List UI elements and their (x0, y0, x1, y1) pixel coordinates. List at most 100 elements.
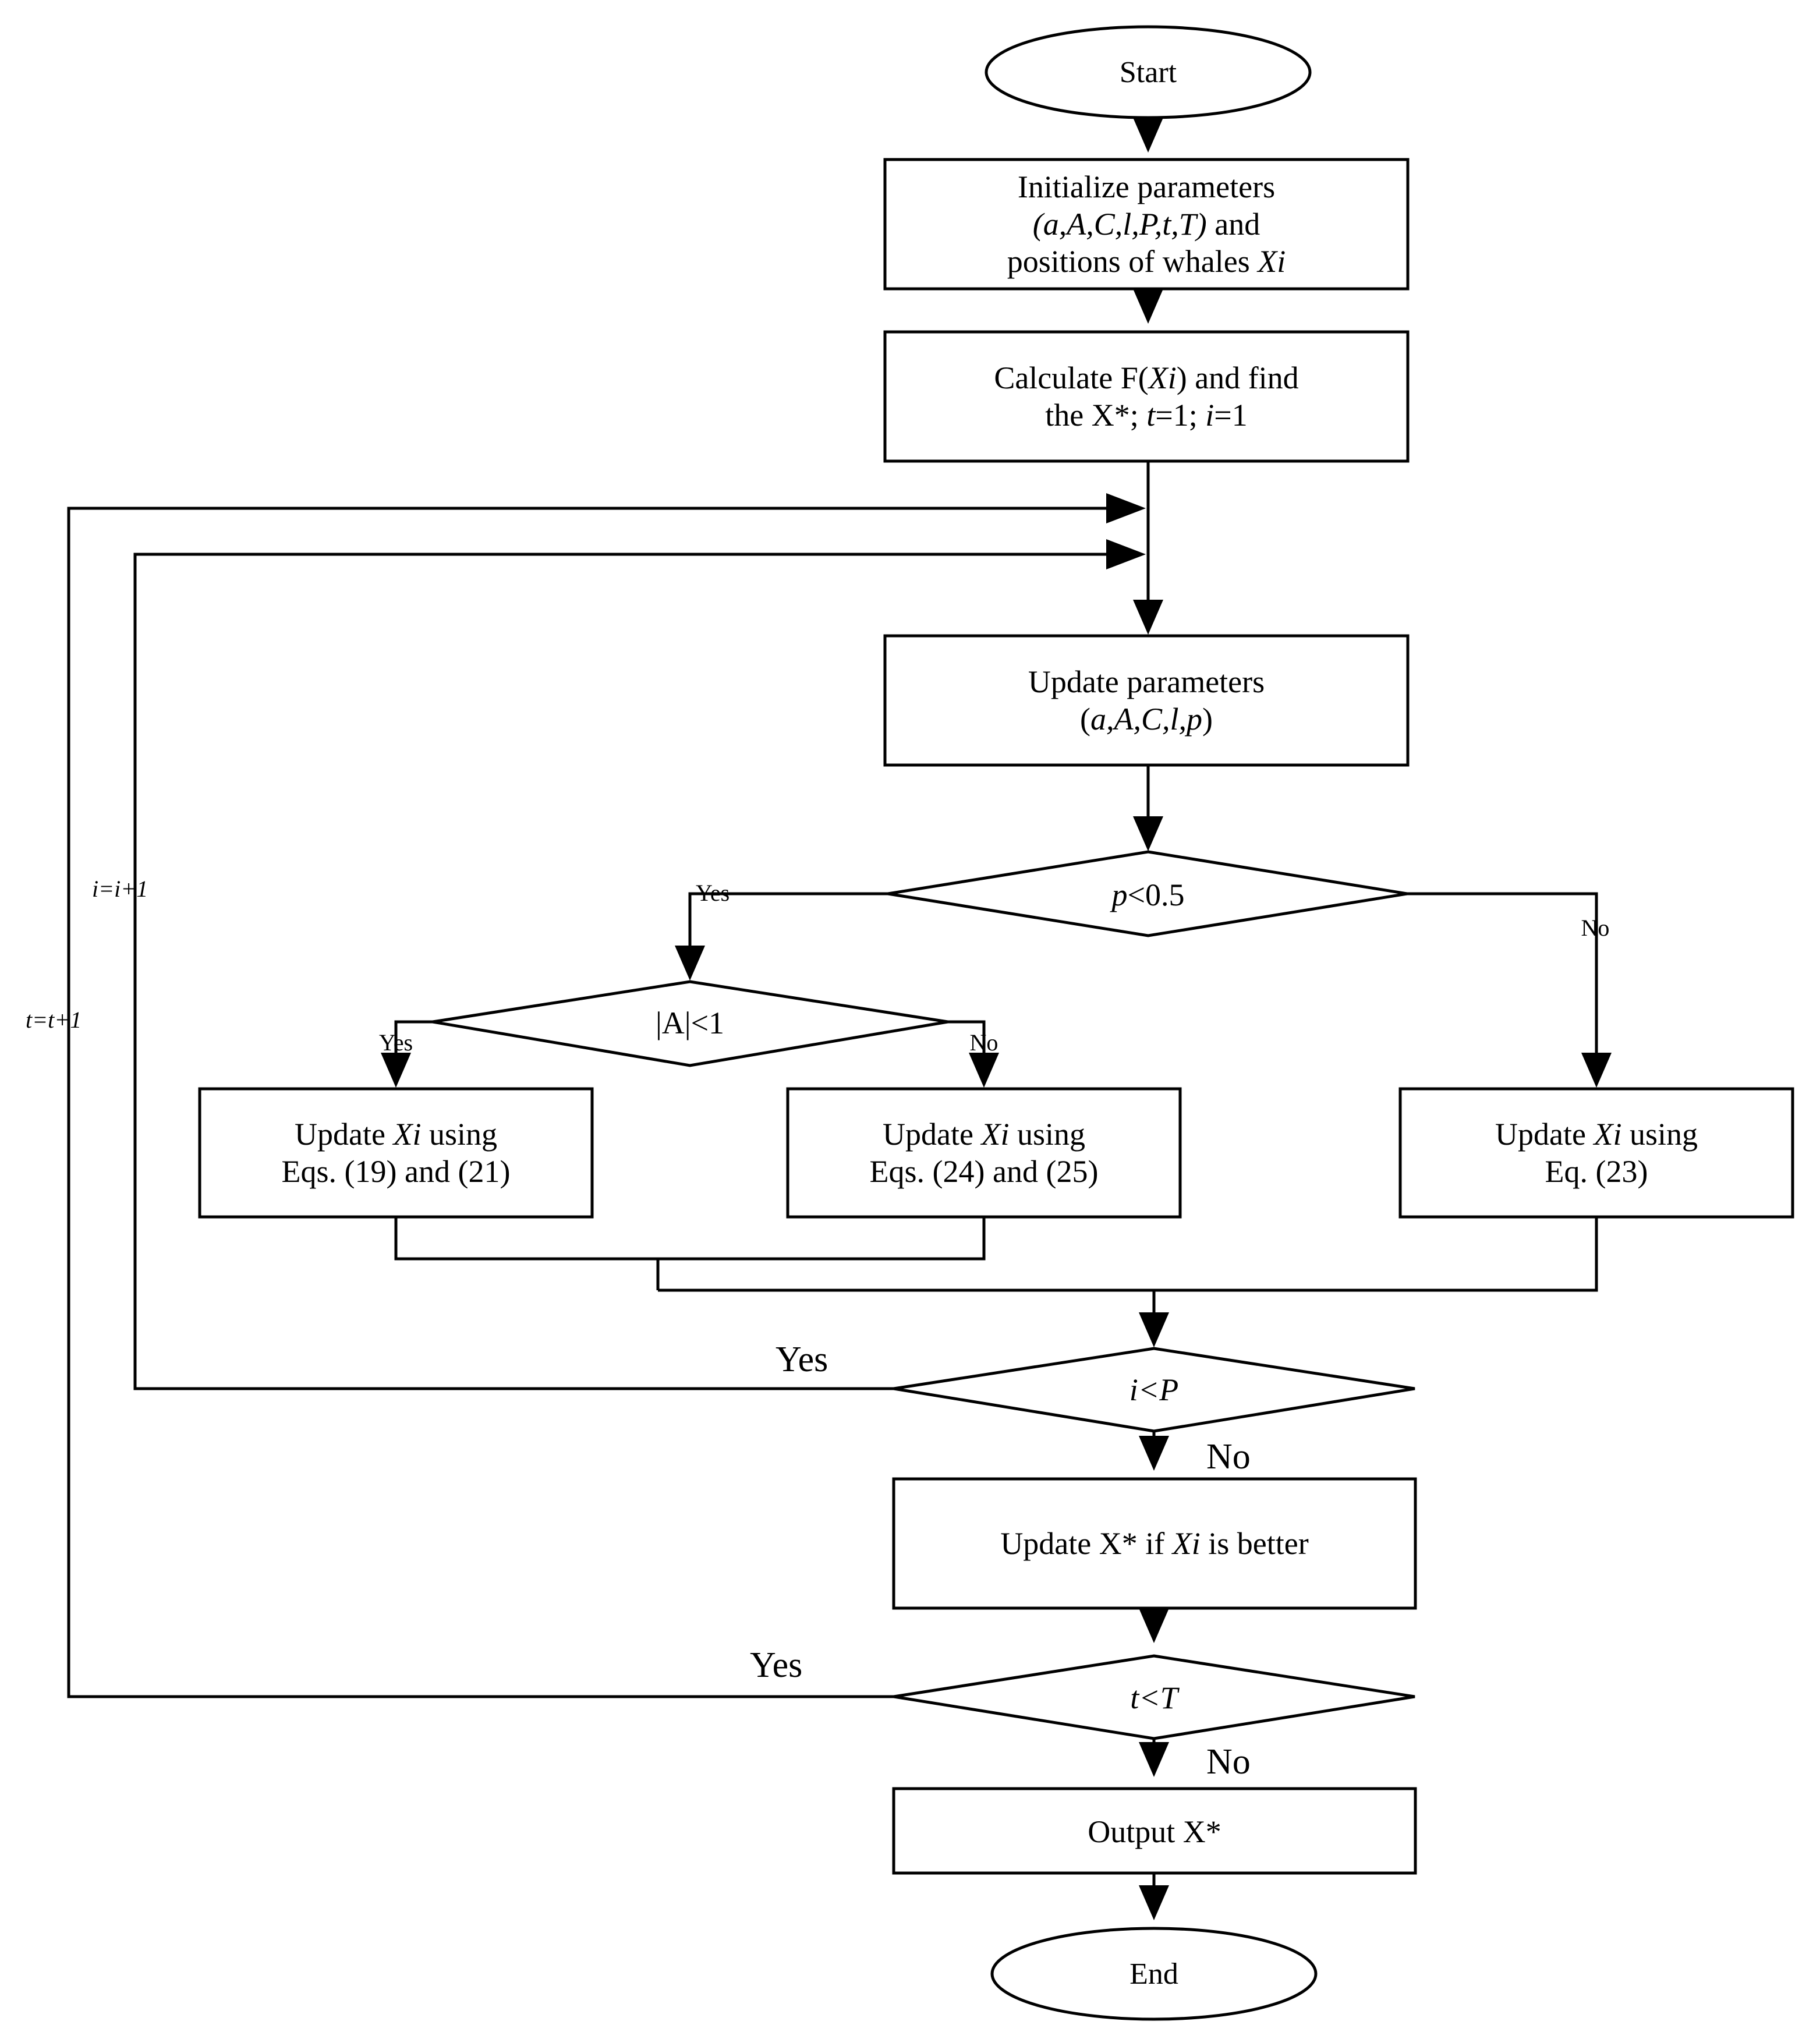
i_check-line-1: i<P (1129, 1372, 1178, 1407)
italic-text: Xi (980, 1117, 1009, 1152)
p-check-label: p<0.5 (1110, 877, 1185, 912)
text: Eq. (23) (1545, 1154, 1648, 1189)
connector-merge-right (658, 1217, 1598, 1292)
text: |A|<1 (656, 1006, 724, 1040)
initialize-parameters-box: Initialize parameters(a,A,C,l,P,t,T) and… (883, 158, 1410, 291)
arrowhead (1106, 493, 1146, 523)
italic-text: Xi (1256, 244, 1286, 279)
i-check-decision: i<P (893, 1347, 1415, 1433)
connector-a-check-no (948, 1020, 986, 1054)
update_params-line-1: Update parameters (1028, 664, 1265, 699)
text: Update X* if (1000, 1526, 1172, 1561)
t-increment-label: t=t+1 (26, 1007, 82, 1033)
end-terminal: End (990, 1927, 1318, 2021)
text: positions of whales (1007, 244, 1258, 279)
italic-text: Xi (1592, 1117, 1621, 1152)
italic-text: Xi (392, 1117, 421, 1152)
arrowhead (1106, 539, 1146, 569)
text: using (421, 1117, 497, 1152)
update-parameters-box: Update parameters(a,A,C,l,p) (883, 634, 1410, 767)
arrowhead (1139, 1885, 1169, 1920)
text: Output X* (1088, 1814, 1221, 1849)
connector-merge-left (394, 1217, 986, 1261)
update_24_25-line-2: Eqs. (24) and (25) (870, 1154, 1099, 1189)
p_check-line-1: p<0.5 (1110, 877, 1185, 912)
arrowhead (1133, 816, 1163, 851)
text: Update (1495, 1117, 1594, 1152)
start-line-1: Start (1120, 56, 1177, 89)
arrowhead (1139, 1436, 1169, 1471)
connector-i-check-loop (133, 553, 1118, 1390)
arrowhead (1133, 289, 1163, 324)
arrowhead (1581, 1053, 1612, 1088)
a-check-yes-label: Yes (379, 1029, 413, 1056)
update_19_21-line-2: Eqs. (19) and (21) (282, 1154, 511, 1189)
t-check-no-label: No (1206, 1742, 1251, 1782)
italic-text: p (1110, 877, 1128, 912)
initialize-parameters-label: Initialize parameters(a,A,C,l,P,t,T) and… (1007, 169, 1286, 279)
update_23-line-2: Eq. (23) (1545, 1154, 1648, 1189)
output-box: Output X* (892, 1787, 1417, 1875)
text: using (1621, 1117, 1698, 1152)
a-check-label: |A|<1 (656, 1006, 724, 1040)
i-increment-label: i=i+1 (92, 876, 148, 902)
update_24_25-line-1: Update Xi using (883, 1117, 1085, 1152)
end-label: End (1129, 1957, 1178, 1991)
text: Update (883, 1117, 981, 1152)
output-line-1: Output X* (1088, 1814, 1221, 1849)
arrowheads (381, 118, 1612, 1920)
arrowhead (1133, 600, 1163, 635)
p-check-decision: p<0.5 (887, 850, 1408, 937)
italic-text: (a,A,C,l,P,t,T) (1033, 207, 1207, 242)
text: Update parameters (1028, 664, 1265, 699)
i-check-label: i<P (1129, 1372, 1178, 1407)
italic-text: t (1146, 398, 1156, 433)
text: ) and find (1177, 360, 1299, 395)
text: Initialize parameters (1018, 169, 1275, 204)
connector-p-check-no (1407, 892, 1598, 1057)
start-terminal: Start (985, 25, 1312, 119)
update-best-box: Update X* if Xi is better (892, 1477, 1417, 1610)
text: Start (1120, 56, 1177, 89)
update_19_21-line-1: Update Xi using (295, 1117, 497, 1152)
init-line-3: positions of whales Xi (1007, 244, 1286, 279)
t_check-line-1: t<T (1130, 1680, 1180, 1715)
text: Calculate F( (994, 360, 1148, 395)
a-check-decision: |A|<1 (432, 980, 948, 1067)
connector-t-check-loop (67, 507, 1118, 1698)
update_23-line-1: Update Xi using (1495, 1117, 1698, 1152)
text: using (1009, 1117, 1085, 1152)
start-label: Start (1120, 56, 1177, 89)
calc-line-1: Calculate F(Xi) and find (994, 360, 1298, 395)
end-line-1: End (1129, 1957, 1178, 1991)
connectors (67, 118, 1598, 1899)
update-best-label: Update X* if Xi is better (1000, 1526, 1308, 1561)
p-check-no-label: No (1581, 915, 1610, 941)
arrowhead (1139, 1312, 1169, 1347)
init-line-1: Initialize parameters (1018, 169, 1275, 204)
update-parameters-label: Update parameters(a,A,C,l,p) (1028, 664, 1265, 737)
text: Eqs. (19) and (21) (282, 1154, 511, 1189)
connector-p-check-yes (688, 892, 888, 957)
a-check-no-label: No (970, 1029, 998, 1056)
calc-line-2: the X*; t=1; i=1 (1045, 398, 1247, 433)
text: Eqs. (24) and (25) (870, 1154, 1099, 1189)
text: End (1129, 1957, 1178, 1991)
connector-a-check-yes (394, 1020, 433, 1054)
text: is better (1201, 1526, 1309, 1561)
text: and (1207, 207, 1260, 242)
arrowhead (1133, 118, 1163, 153)
t-check-decision: t<T (893, 1654, 1415, 1740)
arrowhead (1139, 1742, 1169, 1777)
text: the X*; (1045, 398, 1146, 433)
t-check-yes-label: Yes (750, 1645, 802, 1685)
update_params-line-2: (a,A,C,l,p) (1080, 702, 1213, 737)
text: ) (1202, 702, 1213, 737)
arrowhead (969, 1053, 999, 1088)
arrowhead (675, 946, 705, 980)
